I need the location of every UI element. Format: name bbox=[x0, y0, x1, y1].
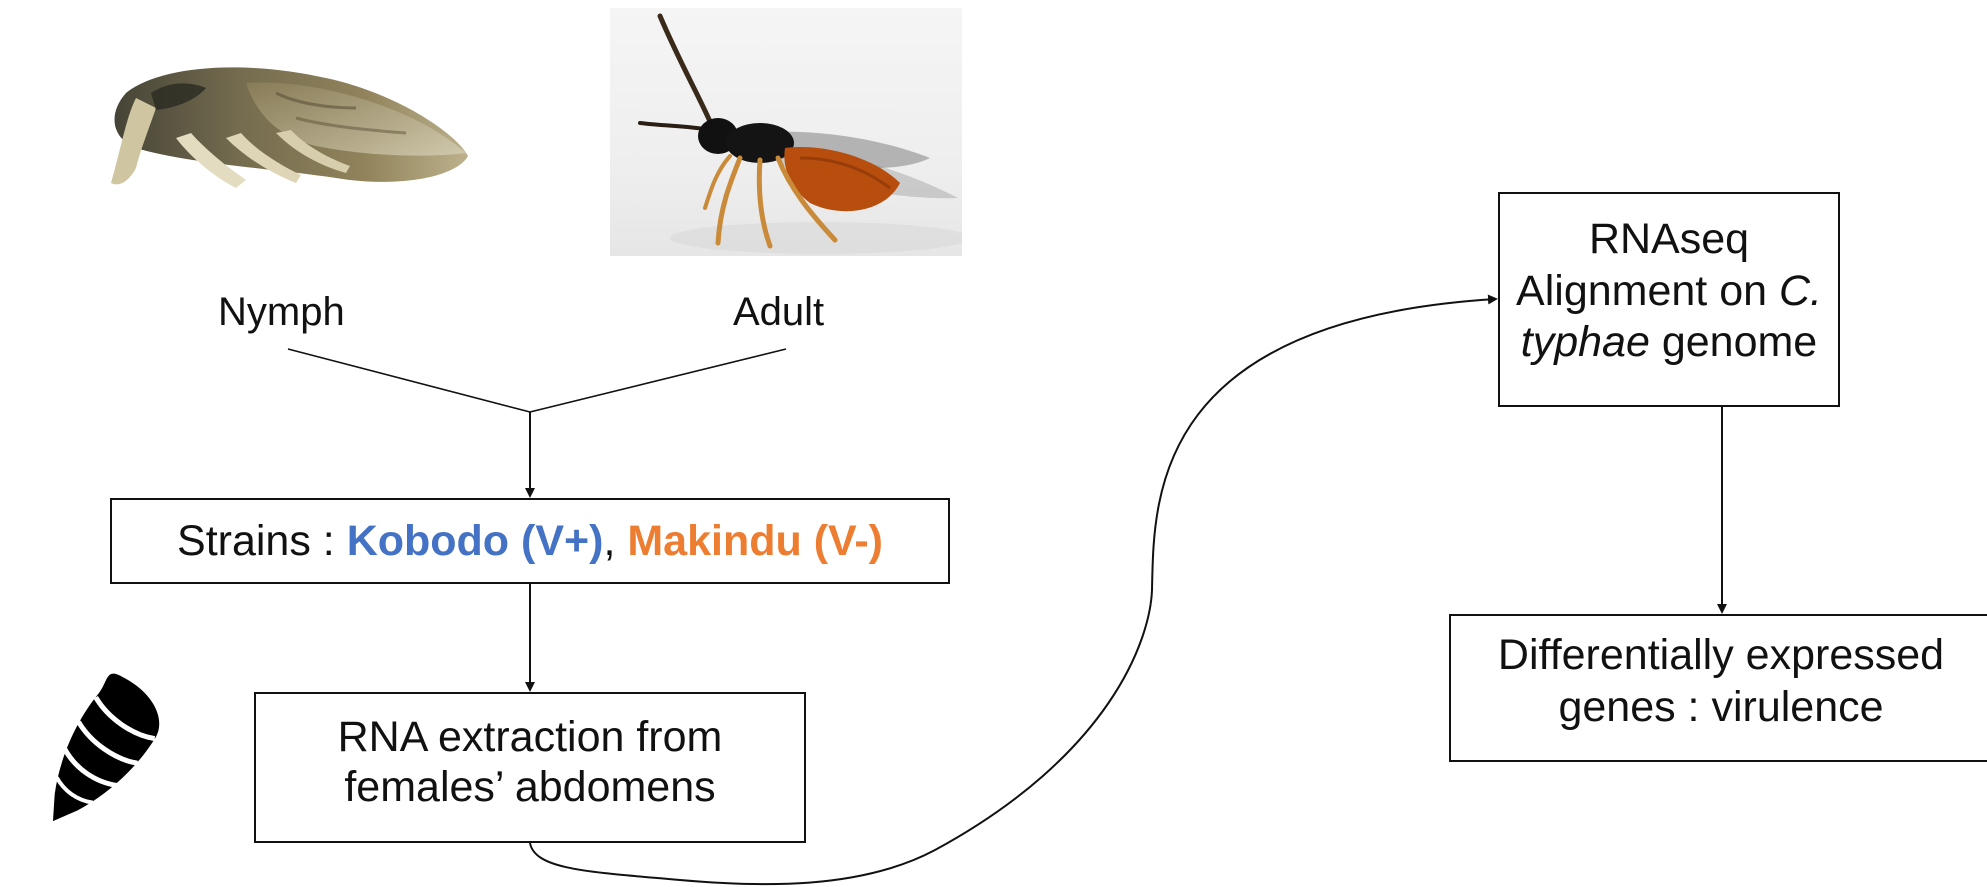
strain-kobodo: Kobodo (V+) bbox=[347, 517, 604, 565]
adult-merge-line bbox=[530, 349, 786, 412]
deg-line-1: Differentially expressed bbox=[1451, 630, 1987, 682]
rna-extraction-box: RNA extraction from females’ abdomens bbox=[254, 692, 806, 843]
rnaseq-line-3-italic: typhae bbox=[1521, 318, 1650, 366]
pupa-icon bbox=[14, 668, 186, 840]
deg-line-2: genes : virulence bbox=[1451, 682, 1987, 734]
rnaseq-line-3-suffix: genome bbox=[1650, 318, 1817, 366]
rna-line-2: females’ abdomens bbox=[256, 762, 804, 812]
nymph-merge-line bbox=[288, 349, 530, 412]
rnaseq-line-2-prefix: Alignment on bbox=[1516, 267, 1779, 315]
rnaseq-line-3: typhae genome bbox=[1500, 317, 1838, 369]
rnaseq-line-2-italic: C. bbox=[1779, 267, 1822, 315]
strains-box: Strains : Kobodo (V+), Makindu (V-) bbox=[110, 498, 950, 584]
strains-separator: , bbox=[603, 517, 627, 565]
rnaseq-line-1: RNAseq bbox=[1500, 214, 1838, 266]
strains-prefix: Strains : bbox=[177, 517, 347, 565]
rnaseq-box: RNAseq Alignment on C. typhae genome bbox=[1498, 192, 1840, 407]
rnaseq-line-2: Alignment on C. bbox=[1500, 266, 1838, 318]
strain-makindu: Makindu (V-) bbox=[627, 517, 883, 565]
rna-line-1: RNA extraction from bbox=[256, 712, 804, 762]
deg-box: Differentially expressed genes : virulen… bbox=[1449, 614, 1987, 762]
